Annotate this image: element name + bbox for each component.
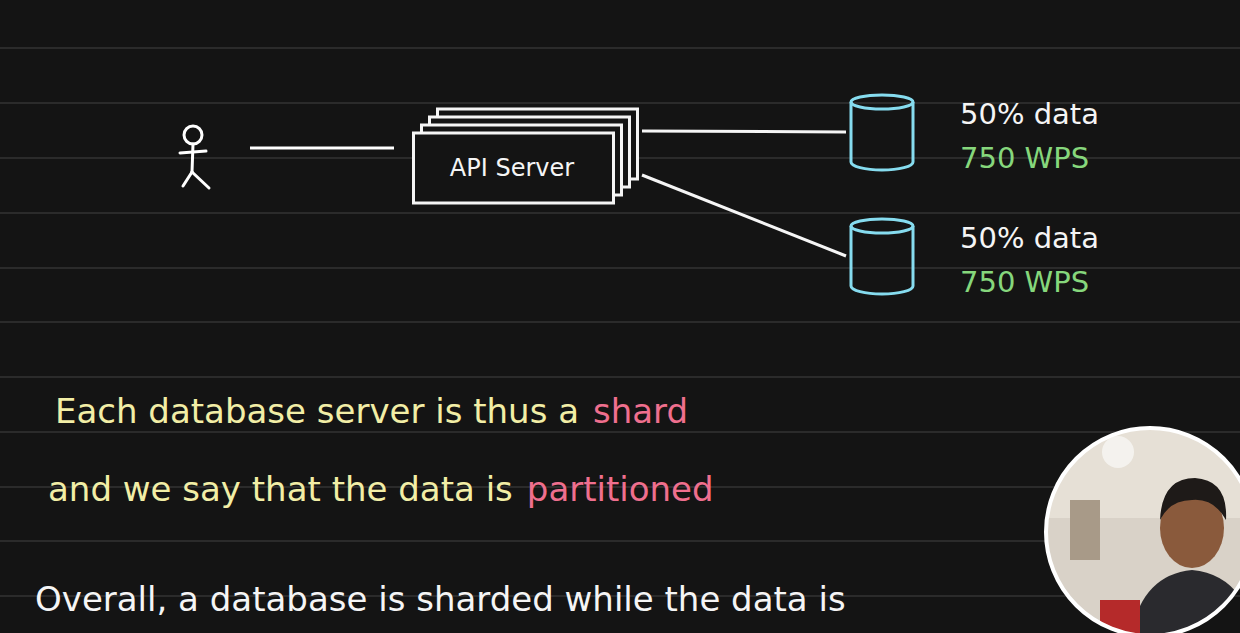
user-link [250,147,394,150]
server-label: API Server [450,154,574,182]
connector [642,131,846,132]
database-annotation: 50% data750 WPS [960,216,1099,304]
user-figure [180,126,209,188]
data-share: 50% data [960,216,1099,260]
database-cylinder [848,92,916,174]
write-rate: 750 WPS [960,260,1099,304]
highlight-term: shard [593,388,688,434]
note-text: and we say that the data is [48,466,513,512]
database-cylinder-body [851,226,913,294]
server-stack: API Server [412,104,640,205]
data-share: 50% data [960,92,1099,136]
note-text: Each database server is thus a [55,388,579,434]
database-cylinder-top [851,219,913,233]
database-node: 50% data750 WPS [848,216,1103,304]
note-line: Overall, a database is sharded while the… [35,576,846,622]
server-label-area: API Server [412,133,612,203]
database-annotation: 50% data750 WPS [960,92,1099,180]
note-line: Each database server is thus a shard [55,388,688,434]
connector [642,175,846,256]
note-text: Overall, a database is sharded while the… [35,576,846,622]
database-cylinder [848,216,916,298]
database-cylinder-body [851,102,913,170]
highlight-term: partitioned [527,466,714,512]
write-rate: 750 WPS [960,136,1099,180]
database-node: 50% data750 WPS [848,92,1103,180]
note-line: and we say that the data is partitioned [48,466,714,512]
server-box [414,133,614,203]
database-cylinder-top [851,95,913,109]
